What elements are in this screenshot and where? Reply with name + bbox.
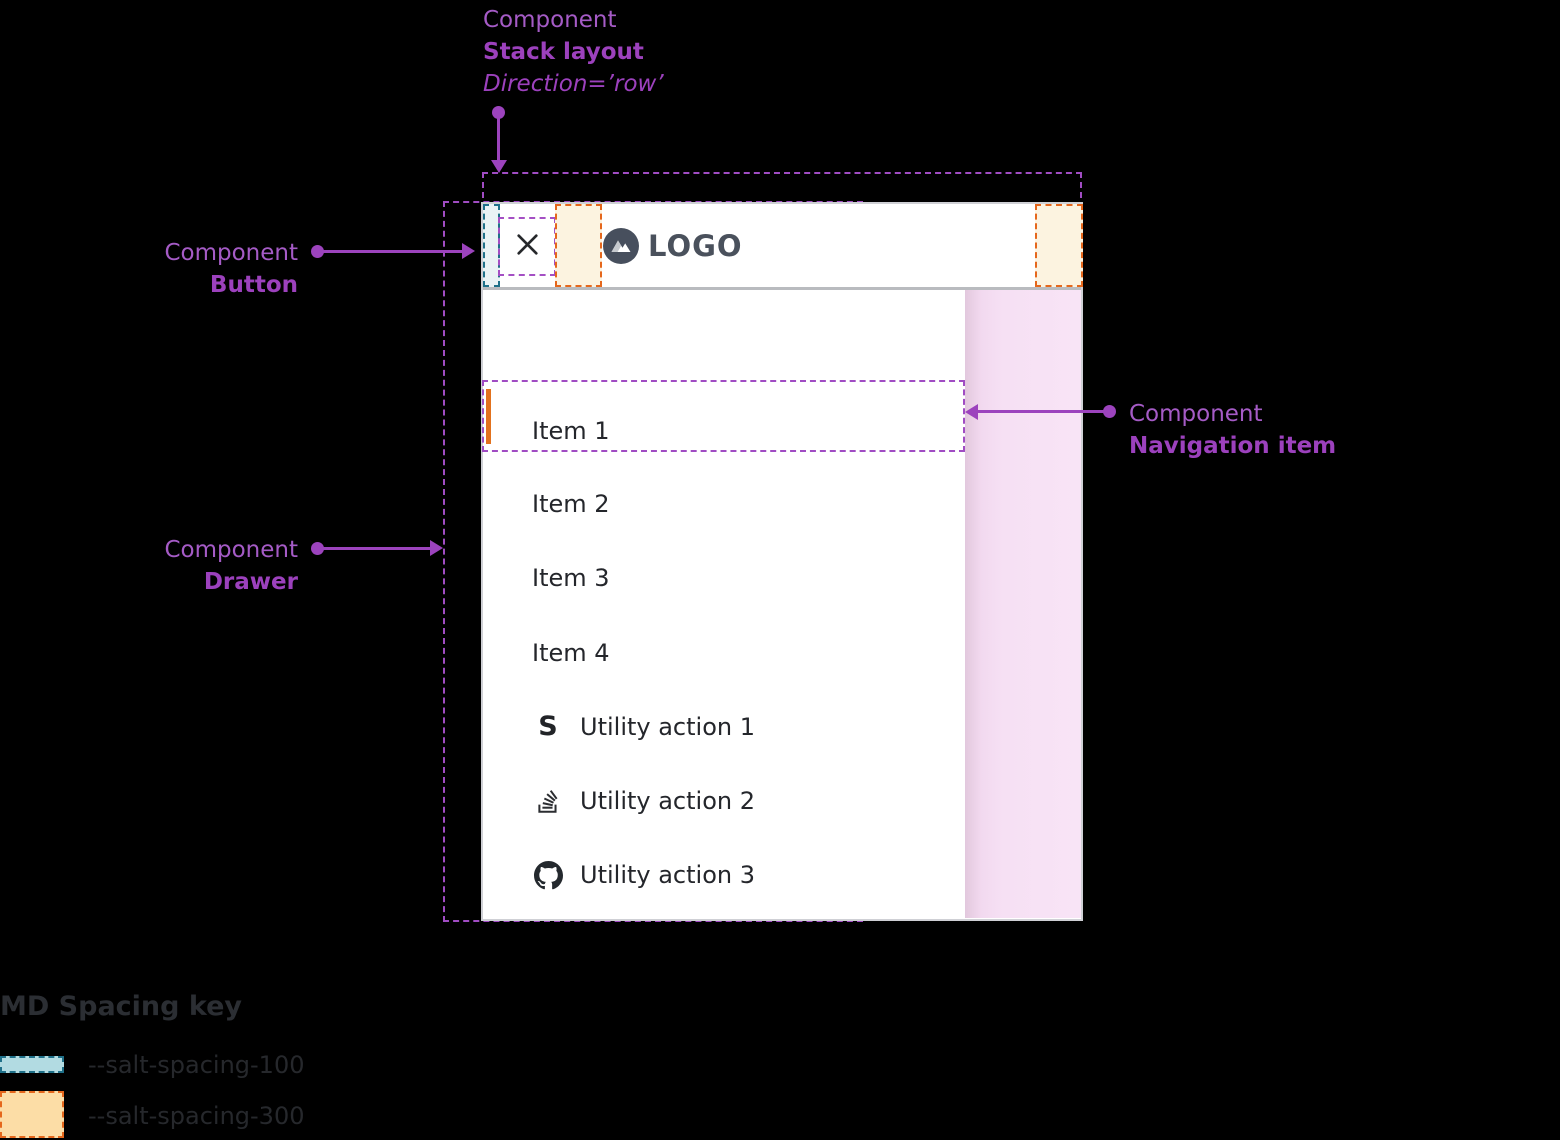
annotation-drawer: Component Drawer	[164, 537, 298, 595]
utility-action[interactable]: S Utility action 1	[533, 712, 755, 742]
stack-overflow-icon	[533, 788, 563, 815]
spacing-300-swatch	[0, 1091, 64, 1138]
nav-item-selected[interactable]: Item 2	[532, 490, 610, 518]
connector-dot	[311, 245, 324, 258]
arrowhead-left	[965, 404, 978, 420]
connector-dot	[311, 542, 324, 555]
nav-item[interactable]: Item 4	[532, 639, 610, 667]
utility-action[interactable]: Utility action 3	[533, 860, 755, 890]
spacing-100-label: --salt-spacing-100	[88, 1051, 305, 1079]
annotation-navigation-item: Component Navigation item	[1129, 401, 1337, 459]
drawer-header: LOGO	[483, 204, 1083, 290]
spacing-300-label: --salt-spacing-300	[88, 1102, 305, 1130]
connector-line	[977, 410, 1107, 413]
close-icon	[514, 231, 541, 262]
navigation-item-bounds	[482, 380, 965, 452]
logo: LOGO	[603, 227, 743, 264]
connector-dot	[492, 106, 505, 119]
close-button[interactable]	[498, 217, 556, 276]
app-backdrop	[965, 290, 1081, 918]
logo-text: LOGO	[648, 228, 743, 263]
connector-dot	[1103, 405, 1116, 418]
nav-item[interactable]: Item 1	[532, 417, 610, 445]
salt-spacing-300-block	[1035, 204, 1083, 287]
utility-action[interactable]: Utility action 2	[533, 786, 755, 816]
arrowhead-right	[462, 243, 475, 259]
github-icon	[533, 860, 563, 890]
connector-line	[497, 117, 500, 162]
salt-spacing-300-block	[555, 204, 602, 287]
connector-line	[318, 547, 430, 550]
spacing-100-swatch	[0, 1056, 64, 1073]
logo-mountain-icon	[603, 227, 639, 264]
annotation-button: Component Button	[164, 240, 298, 298]
s-icon: S	[538, 711, 558, 742]
drawer-body: Item 1 Item 2 Item 3 Item 4 S Utility ac…	[483, 290, 1081, 918]
arrowhead-right	[430, 540, 443, 556]
nav-item[interactable]: Item 3	[532, 564, 610, 592]
drawer: LOGO Item 1 Item 2 Item 3 Item 4 S Utili…	[481, 202, 1083, 921]
selected-item-indicator	[486, 389, 491, 444]
arrowhead-down	[491, 160, 507, 173]
spacing-key-title: MD Spacing key	[0, 991, 243, 1022]
annotation-stack-layout: Component Stack layout Direction=’row’	[483, 7, 664, 97]
connector-line	[318, 250, 463, 253]
